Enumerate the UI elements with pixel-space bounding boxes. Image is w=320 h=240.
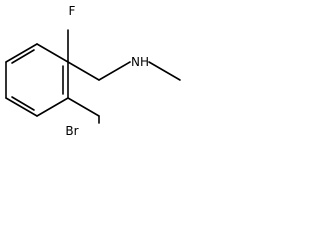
amine-label: NH xyxy=(131,55,149,69)
ring-bond-c2-c3 xyxy=(36,97,69,117)
ring-double-bond-inner-upper-left xyxy=(11,49,35,64)
fluorine-label: F xyxy=(69,4,76,18)
bromine-label: Br xyxy=(65,124,78,138)
ring-bond-c3-c4 xyxy=(5,97,38,117)
ring-bond-c5-c6 xyxy=(5,43,38,63)
bond-ch2-nitrogen xyxy=(98,61,131,81)
chemical-structure: F Br NH xyxy=(5,4,181,138)
ring-double-bond-inner-lower-left xyxy=(11,96,35,111)
bond-c1-ch2-chain xyxy=(67,61,100,81)
ring-bond-c6-c1 xyxy=(36,43,69,63)
bond-nitrogen-methyl xyxy=(148,61,181,81)
bond-c2-ch2 xyxy=(67,97,100,117)
